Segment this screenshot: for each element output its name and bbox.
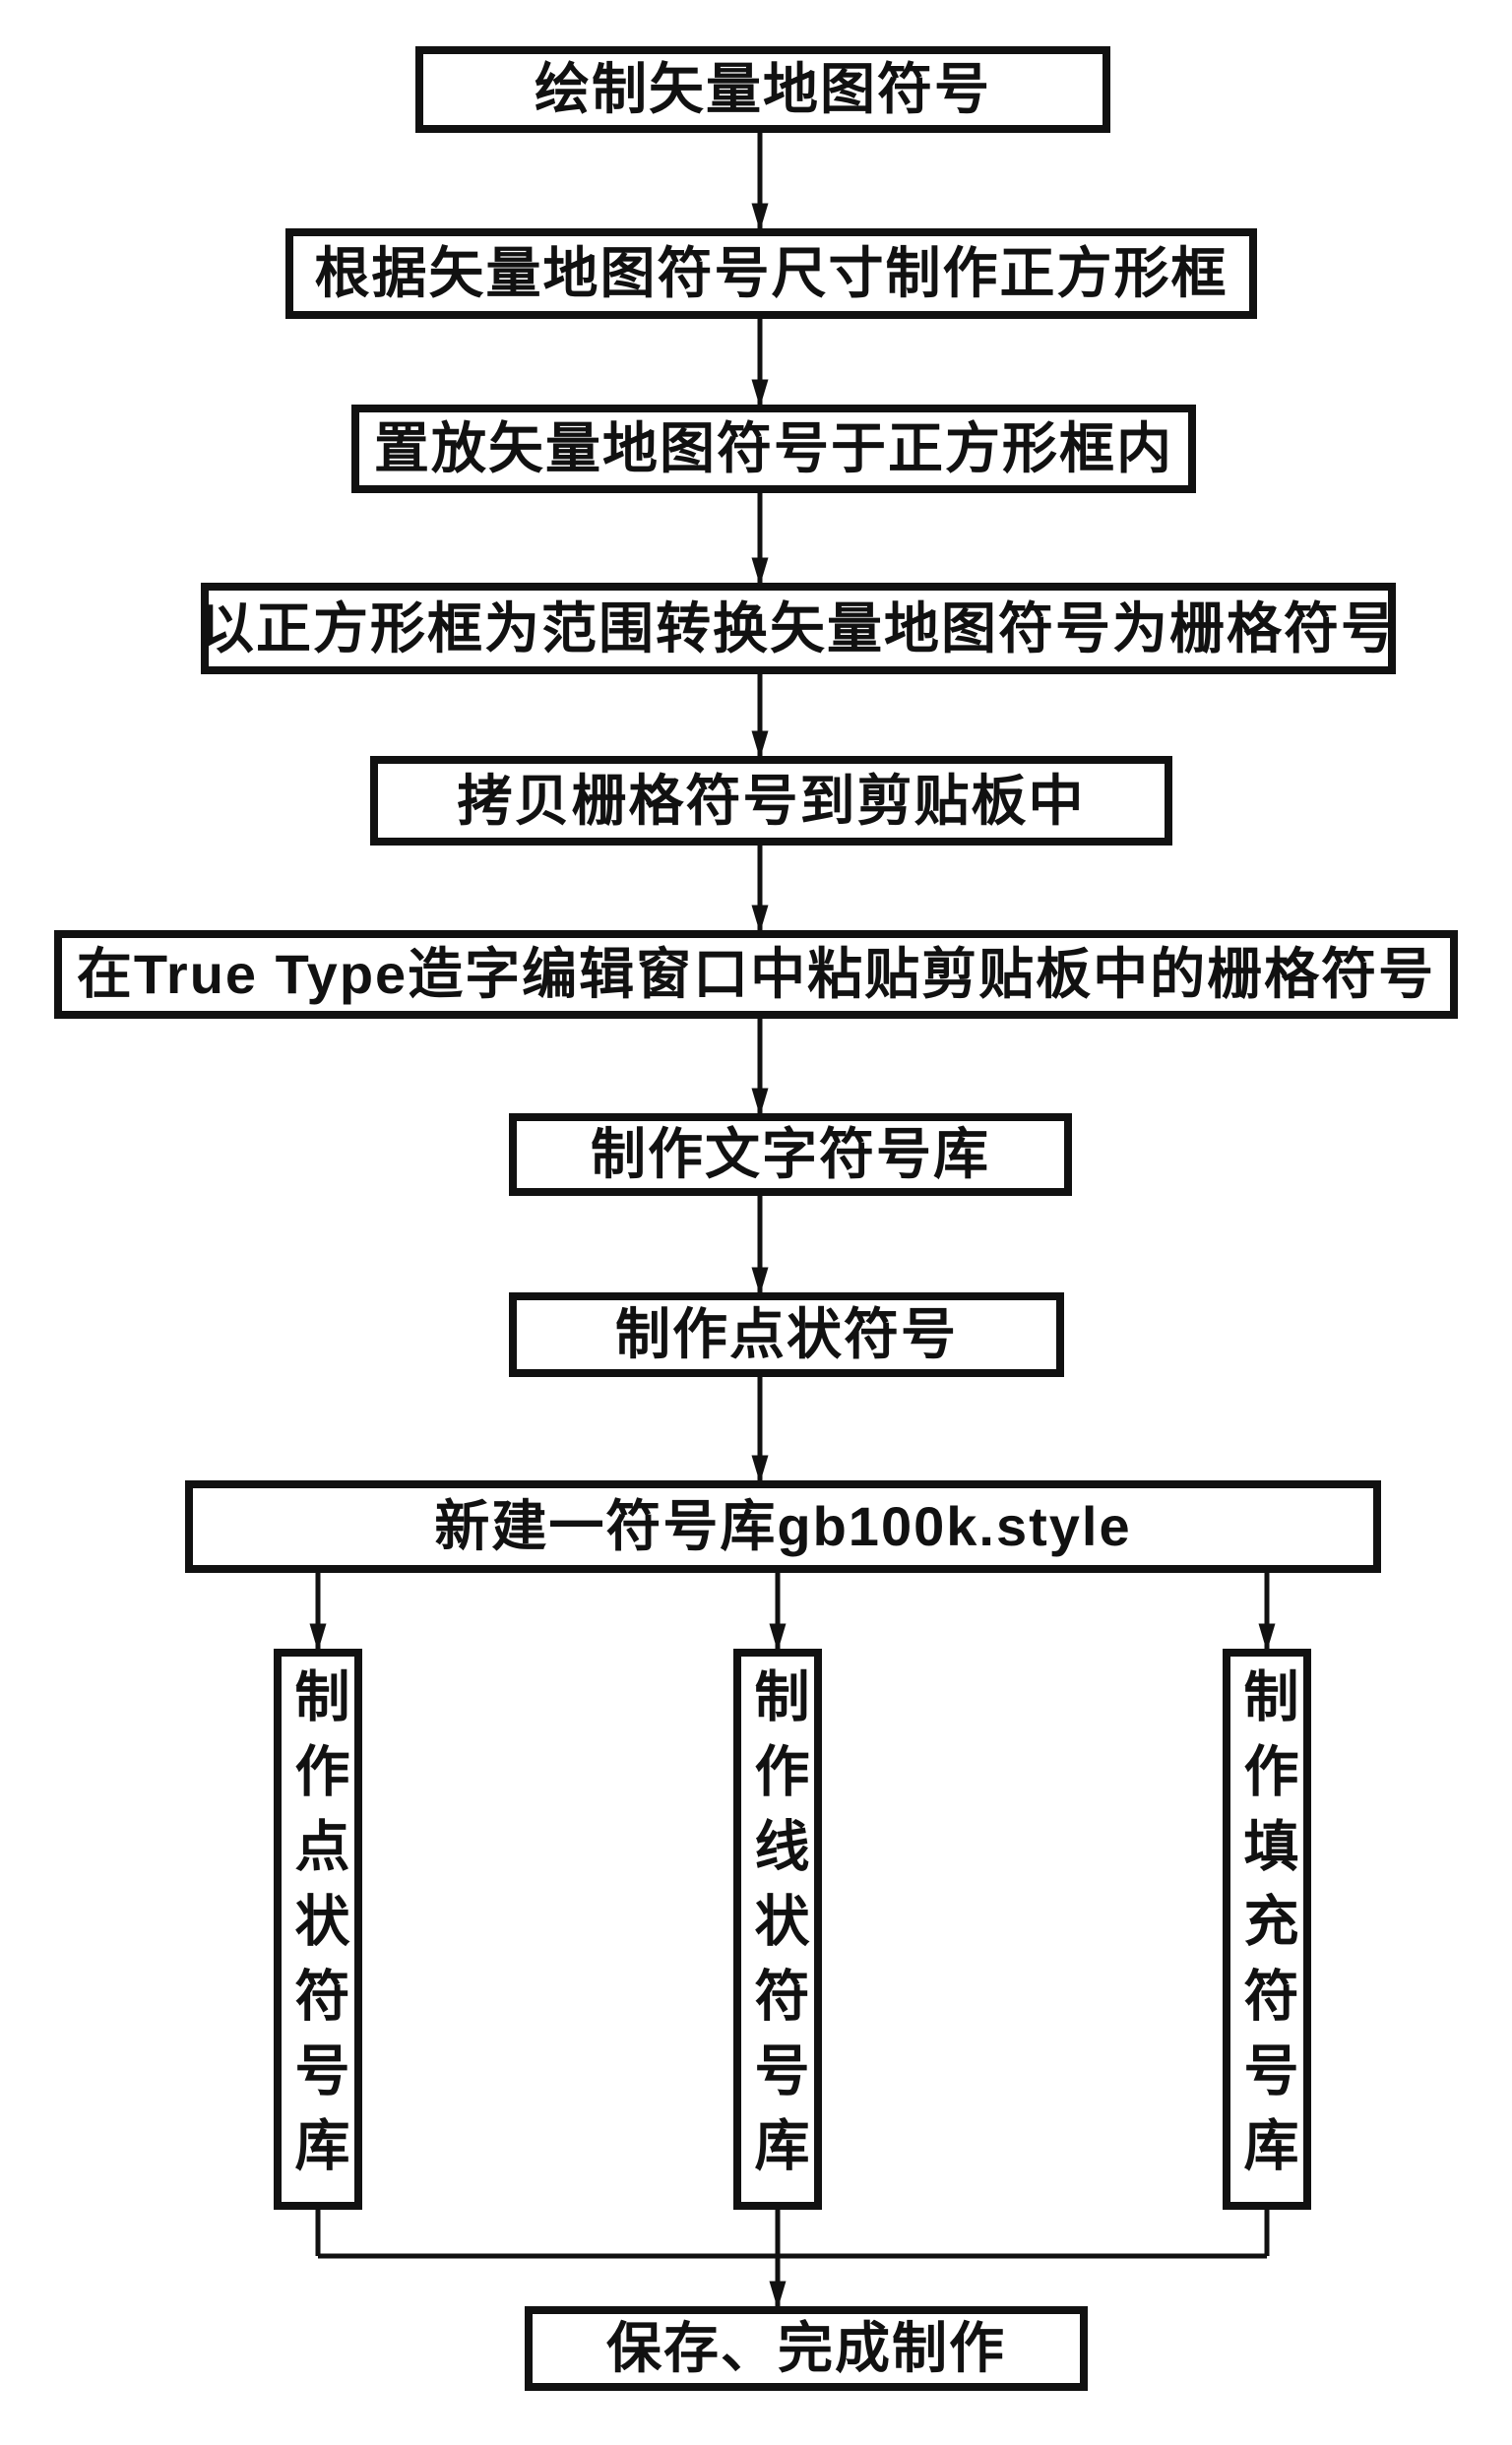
flow-node-save-complete: 保存、完成制作: [525, 2306, 1088, 2391]
flow-node-make-point-symbol: 制作点状符号: [509, 1292, 1064, 1377]
flow-node-label: 置放矢量地图符号于正方形框内: [374, 417, 1173, 479]
flow-node-make-square-frame: 根据矢量地图符号尺寸制作正方形框: [285, 228, 1257, 319]
flow-node-convert-to-raster: 以正方形框为范围转换矢量地图符号为栅格符号: [199, 583, 1398, 674]
flow-node-place-symbol-in-frame: 置放矢量地图符号于正方形框内: [351, 405, 1196, 493]
flow-node-label: 制作文字符号库: [591, 1123, 990, 1185]
flow-node-label: 根据矢量地图符号尺寸制作正方形框: [314, 242, 1228, 304]
flow-node-create-style-library: 新建一符号库gb100k.style: [185, 1480, 1381, 1573]
flow-node-draw-vector-symbol: 绘制矢量地图符号: [415, 46, 1110, 133]
flow-node-paste-in-truetype-editor: 在True Type造字编辑窗口中粘贴剪贴板中的栅格符号: [54, 930, 1458, 1019]
flow-node-label: 制作点状符号: [615, 1303, 958, 1365]
flow-node-label: 拷贝栅格符号到剪贴板中: [457, 769, 1086, 832]
flow-node-label: 制作线状符号库: [747, 1667, 809, 2191]
flow-node-make-line-symbol-library: 制作线状符号库: [733, 1649, 822, 2210]
flow-node-make-text-symbol-library: 制作文字符号库: [509, 1113, 1072, 1196]
flow-node-label: 新建一符号库gb100k.style: [434, 1495, 1132, 1557]
flow-node-label: 在True Type造字编辑窗口中粘贴剪贴板中的栅格符号: [76, 943, 1436, 1005]
flow-node-label: 绘制矢量地图符号: [535, 58, 991, 120]
flow-node-make-fill-symbol-library: 制作填充符号库: [1223, 1649, 1311, 2210]
flow-node-make-point-symbol-library: 制作点状符号库: [274, 1649, 362, 2210]
flow-node-copy-raster-to-clipboard: 拷贝栅格符号到剪贴板中: [370, 756, 1172, 846]
flow-node-label: 保存、完成制作: [606, 2317, 1006, 2379]
flow-node-label: 制作点状符号库: [287, 1667, 349, 2191]
flow-node-label: 制作填充符号库: [1236, 1667, 1298, 2191]
flow-node-label: 以正方形框为范围转换矢量地图符号为栅格符号: [199, 596, 1398, 659]
